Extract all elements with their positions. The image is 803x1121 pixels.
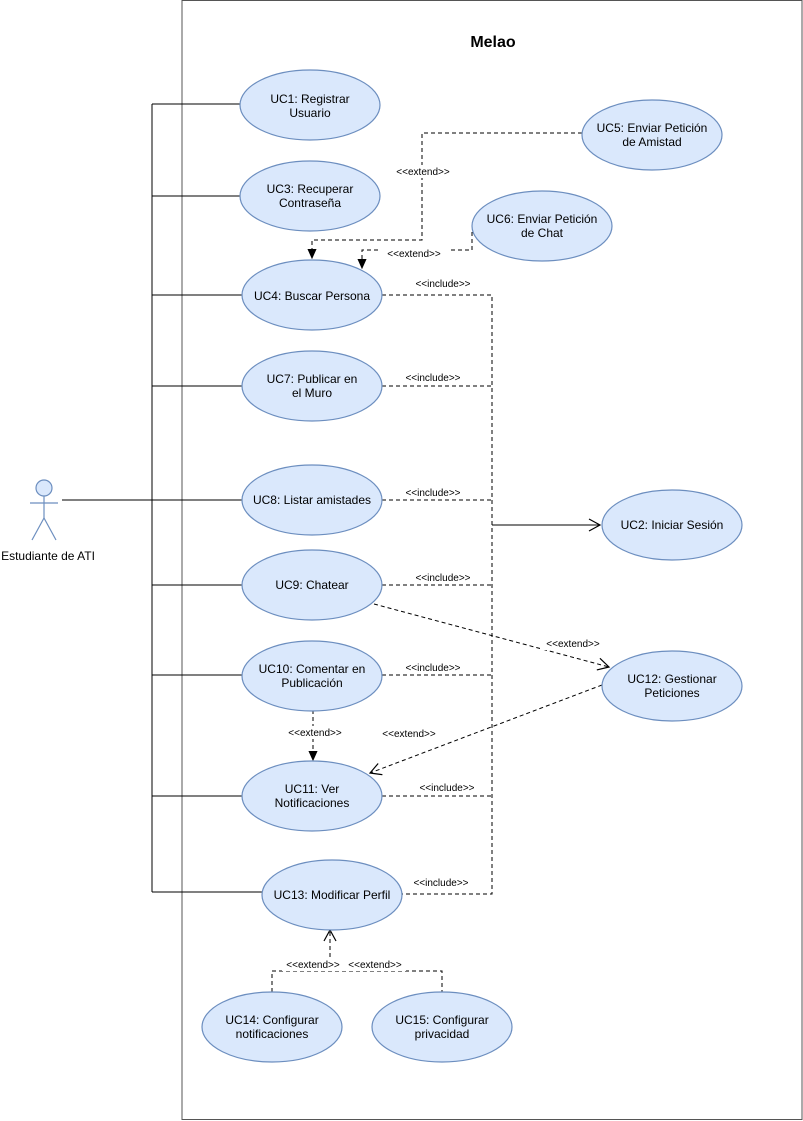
uc7-ellipse[interactable] <box>241 350 383 422</box>
uc8-label: UC8: Listar amistades <box>253 493 371 507</box>
relation-labels: <<extend>> <<extend>> <<include>> <<incl… <box>282 165 606 971</box>
uc4-include-label: <<include>> <box>415 279 470 290</box>
uc13-ellipse[interactable] <box>261 859 403 931</box>
uc3-ellipse[interactable] <box>239 160 381 232</box>
uc10-ellipse[interactable] <box>241 640 383 712</box>
uc13-label: UC13: Modificar Perfil <box>274 888 391 902</box>
uc11-ellipse[interactable] <box>241 760 383 832</box>
uc14-extend-label: <<extend>> <box>286 960 340 971</box>
uc15-ellipse[interactable] <box>371 991 513 1063</box>
uc9-label: UC9: Chatear <box>275 578 348 592</box>
uc12-extend-label: <<extend>> <box>382 729 436 740</box>
uc15-extend-label: <<extend>> <box>348 960 402 971</box>
uc6-ellipse[interactable] <box>471 190 613 262</box>
uc1-ellipse[interactable] <box>239 69 381 141</box>
uc5-extend-label: <<extend>> <box>396 167 450 178</box>
uc9-extend-label: <<extend>> <box>546 639 600 650</box>
uc7-include-label: <<include>> <box>405 373 460 384</box>
uc2-label: UC2: Iniciar Sesión <box>621 518 724 532</box>
uc10-include-label: <<include>> <box>405 663 460 674</box>
actor-label: Estudiante de ATI <box>1 549 95 563</box>
uc14-ellipse[interactable] <box>201 991 343 1063</box>
uc6-extend-label: <<extend>> <box>387 249 441 260</box>
use-case-ellipses <box>201 69 743 1063</box>
uc10-extend-label: <<extend>> <box>288 728 342 739</box>
uc4-ellipse[interactable] <box>241 259 383 331</box>
uc8-ellipse[interactable] <box>241 464 383 536</box>
uc13-include-label: <<include>> <box>413 878 468 889</box>
actor-figure-icon <box>30 479 58 541</box>
uc11-include-label: <<include>> <box>419 783 474 794</box>
uc5-ellipse[interactable] <box>581 99 723 171</box>
system-title: Melao <box>470 34 516 51</box>
uc4-label: UC4: Buscar Persona <box>254 289 370 303</box>
uc8-include-label: <<include>> <box>405 488 460 499</box>
uc9-ellipse[interactable] <box>241 549 383 621</box>
uc12-ellipse[interactable] <box>601 650 743 722</box>
actor-associations <box>62 103 262 893</box>
uc9-include-label: <<include>> <box>415 573 470 584</box>
uc2-ellipse[interactable] <box>601 489 743 561</box>
